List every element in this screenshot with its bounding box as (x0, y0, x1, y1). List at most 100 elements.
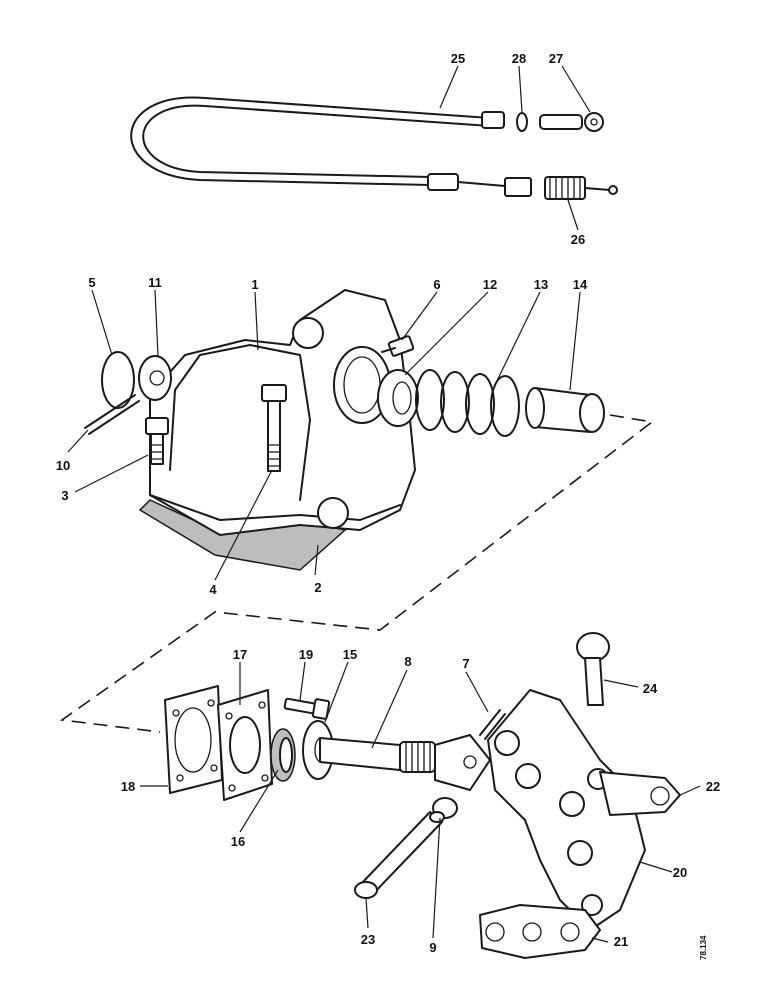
callout-8: 8 (404, 654, 411, 669)
long-bolt (261, 384, 287, 472)
bleed-screw (381, 335, 415, 357)
leader-1 (254, 291, 259, 351)
callout-5: 5 (88, 275, 95, 290)
callout-16: 16 (231, 834, 245, 849)
lower-assembly (164, 632, 681, 959)
leader-13 (494, 291, 541, 386)
cable-inner-sheath (142, 104, 491, 178)
cable-inner-wire-end (584, 187, 611, 191)
cable-outer-sheath (130, 96, 491, 186)
callout-10: 10 (56, 458, 70, 473)
leader-2 (314, 544, 319, 576)
callout-20: 20 (673, 865, 687, 880)
callout-12: 12 (483, 277, 497, 292)
callout-27: 27 (549, 51, 563, 66)
callout-18: 18 (121, 779, 135, 794)
callout-25: 25 (451, 51, 465, 66)
leader-21 (591, 937, 609, 943)
cable-clevis-hole (590, 118, 598, 126)
eye-fitting (138, 355, 172, 401)
clevis-pin (479, 709, 506, 740)
leader-20 (639, 861, 673, 873)
callout-2: 2 (314, 580, 321, 595)
housing-lug-top (292, 317, 324, 349)
cable-lower-run (457, 181, 506, 187)
callout-17: 17 (233, 647, 247, 662)
cable-ferrule-top (481, 111, 505, 129)
pivot-pin (84, 394, 140, 435)
callout-7: 7 (462, 656, 469, 671)
housing-lug-bottom (317, 497, 349, 529)
leader-8 (371, 669, 408, 749)
cable-adjuster-nut (504, 177, 532, 197)
link-plate-lower (479, 904, 601, 959)
eye-fitting-hole (149, 370, 165, 386)
thrust-washer-hole (392, 381, 412, 415)
thrust-washer (377, 369, 419, 427)
callout-15: 15 (343, 647, 357, 662)
leader-lines (67, 65, 701, 943)
cable-clevis-end (584, 112, 604, 132)
leader-10 (67, 429, 89, 453)
ring-pin (576, 632, 610, 706)
alignment-dashed-line (59, 414, 654, 733)
leader-24 (603, 679, 639, 688)
cable-nipple (608, 185, 618, 195)
leader-11 (154, 289, 159, 357)
cable-assembly (130, 96, 618, 200)
short-bolt (145, 417, 169, 465)
cable-washer (516, 112, 528, 132)
oil-seal-inner (279, 737, 293, 773)
callout-22: 22 (706, 779, 720, 794)
callout-19: 19 (299, 647, 313, 662)
callout-9: 9 (429, 940, 436, 955)
leader-6 (401, 291, 438, 341)
callout-3: 3 (61, 488, 68, 503)
leader-7 (465, 671, 489, 713)
figure-reference-code: 78.134 (699, 935, 708, 960)
spring-sleeve (525, 387, 605, 433)
flange-plate (217, 689, 273, 801)
callout-4: 4 (209, 582, 217, 597)
operating-shaft (319, 737, 436, 773)
callout-1: 1 (251, 277, 258, 292)
leader-22 (677, 785, 701, 797)
connector-tube (354, 811, 445, 899)
coil-spring (415, 369, 520, 437)
leader-5 (91, 289, 113, 356)
mounting-bracket (487, 689, 646, 931)
cable-end-rod (539, 114, 583, 130)
callout-labels: 1 2 3 4 5 6 7 8 9 10 11 12 13 14 15 16 1… (56, 51, 720, 955)
leader-14 (569, 291, 581, 391)
leader-25 (439, 65, 459, 109)
adjuster-knob (101, 351, 135, 409)
cable-ferrule-bottom (427, 173, 459, 191)
flange-bolt (283, 697, 331, 720)
link-plate-upper (599, 771, 681, 816)
clevis-fork (434, 734, 491, 791)
callout-23: 23 (361, 932, 375, 947)
leader-12 (404, 291, 489, 376)
housing-base-edge (149, 494, 401, 521)
leader-9 (432, 817, 441, 939)
leader-26 (567, 199, 579, 231)
leader-15 (324, 661, 349, 723)
leader-23 (365, 897, 369, 929)
cable-adjuster-thread (544, 176, 586, 200)
callout-28: 28 (512, 51, 526, 66)
callout-14: 14 (573, 277, 588, 292)
callout-6: 6 (433, 277, 440, 292)
housing-cover-outline (169, 344, 311, 501)
leader-16 (239, 769, 279, 833)
leader-4 (214, 469, 273, 581)
leader-28 (518, 65, 523, 113)
callout-11: 11 (148, 275, 162, 290)
callout-26: 26 (571, 232, 585, 247)
leader-3 (74, 454, 149, 493)
leader-19 (299, 661, 306, 701)
leader-27 (561, 65, 591, 113)
body-assembly (84, 289, 605, 571)
callout-21: 21 (614, 934, 628, 949)
flange-gasket (164, 685, 223, 794)
